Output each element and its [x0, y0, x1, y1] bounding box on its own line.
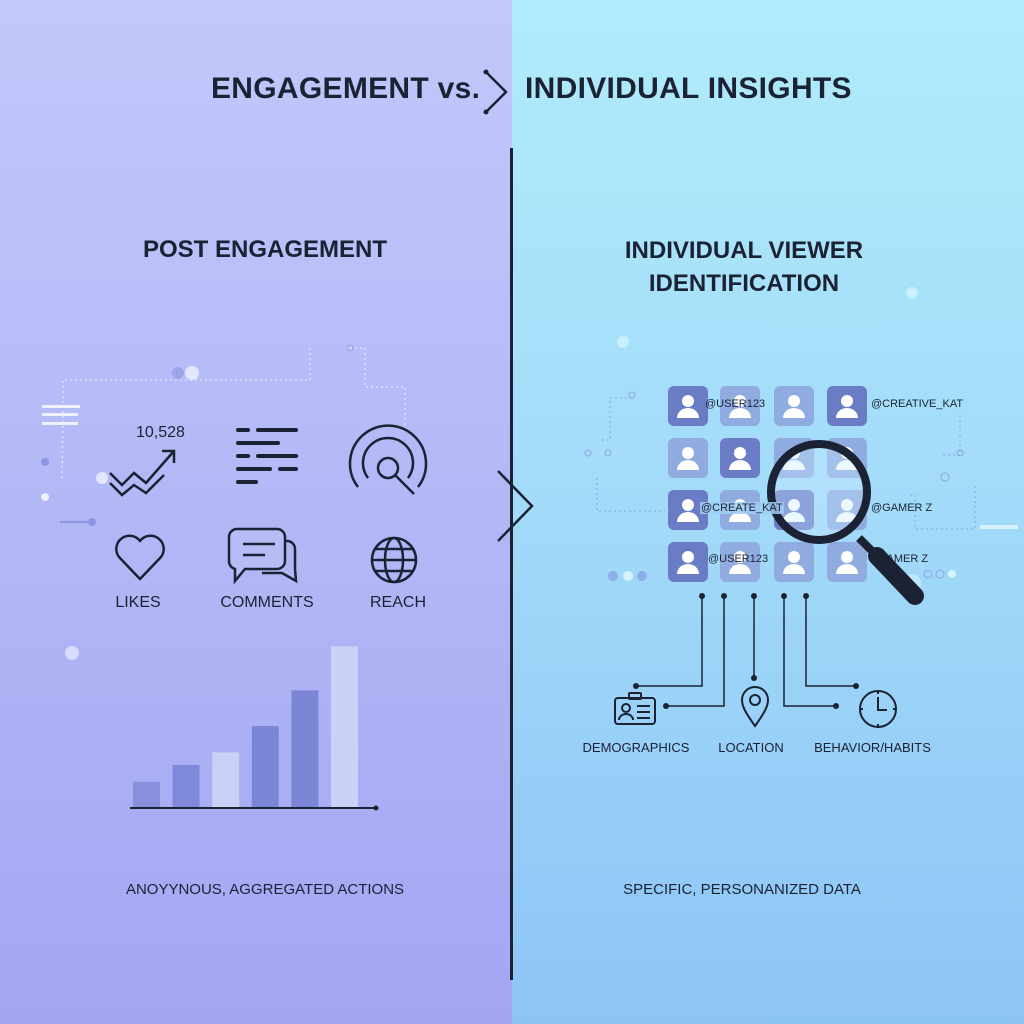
engagement-stat: 10,528 [136, 424, 185, 441]
user-avatar[interactable] [668, 386, 708, 426]
user-avatar[interactable] [668, 490, 708, 530]
decor-dot [65, 646, 79, 660]
user-icon [783, 499, 805, 522]
behavior-habits-label: BEHAVIOR/HABITS [814, 740, 931, 755]
location-pin-icon [740, 686, 770, 728]
user-icon [836, 395, 858, 418]
handle-gamer-z-2: GAMER Z [878, 553, 929, 565]
viewer-identification-heading: INDIVIDUAL VIEWER IDENTIFICATION [512, 234, 976, 300]
connector-lines [633, 593, 859, 709]
user-avatar[interactable] [720, 438, 760, 478]
user-avatar[interactable] [720, 386, 760, 426]
user-avatar[interactable] [827, 386, 867, 426]
user-icon [729, 447, 751, 470]
user-avatar[interactable] [827, 542, 867, 582]
globe-icon [370, 536, 418, 584]
trending-up-icon [109, 449, 176, 497]
chat-bubbles-icon [227, 527, 298, 585]
clock-icon [859, 690, 897, 728]
user-icon [783, 551, 805, 574]
chevron-right-icon [483, 69, 508, 115]
user-icon [836, 499, 858, 522]
reach-label: REACH [369, 594, 426, 611]
location-label: LOCATION [718, 740, 784, 755]
handle-create-kat: @CREATE_KAT [700, 502, 784, 514]
user-icon [677, 499, 699, 522]
handle-gamer-z: @GAMER Z [871, 502, 933, 514]
user-icon [836, 551, 858, 574]
user-avatar[interactable] [827, 490, 867, 530]
left-panel [0, 0, 512, 1024]
center-chevron-icon [497, 470, 534, 542]
signal-radar-icon [348, 424, 428, 495]
id-card-icon [614, 692, 656, 725]
text-lines-icon [236, 428, 298, 484]
user-icon [677, 447, 699, 470]
right-caption: SPECIFIC, PERSONANIZED DATA [623, 881, 861, 898]
bar-2 [172, 764, 200, 808]
heart-icon [115, 534, 165, 581]
bar-6 [331, 646, 358, 808]
user-avatar[interactable] [774, 386, 814, 426]
axis-end-dot [373, 805, 379, 811]
heading-line-2: IDENTIFICATION [648, 270, 840, 297]
handle-creative-kat: @CREATIVE_KAT [871, 398, 964, 410]
likes-label: LIKES [115, 594, 161, 611]
user-icon [677, 551, 699, 574]
user-avatar[interactable] [668, 438, 708, 478]
bar-chart [130, 646, 379, 811]
magnifying-glass-icon [767, 440, 924, 605]
demographics-label: DEMOGRAPHICS [582, 740, 690, 755]
title-left: ENGAGEMENT vs. [211, 72, 481, 105]
bar-4 [251, 726, 279, 808]
post-engagement-heading: POST ENGAGEMENT [142, 236, 388, 263]
circuit-decoration [41, 344, 406, 526]
user-icon [729, 551, 751, 574]
left-caption: ANOYYNOUS, AGGREGATED ACTIONS [125, 881, 405, 898]
comments-label: COMMENTS [220, 594, 314, 611]
bar-5 [291, 690, 319, 808]
title-right: INDIVIDUAL INSIGHTS [525, 72, 852, 105]
user-icon [677, 395, 699, 418]
user-avatar[interactable] [720, 542, 760, 582]
handle-user123-2: @USER123 [708, 553, 769, 565]
bar-1 [133, 781, 160, 808]
divider [510, 148, 513, 980]
user-icon [729, 395, 751, 418]
heading-line-1: INDIVIDUAL VIEWER [624, 237, 864, 264]
handle-user123: @USER123 [705, 398, 766, 410]
user-icon [783, 395, 805, 418]
user-avatar[interactable] [774, 542, 814, 582]
user-avatar[interactable] [668, 542, 708, 582]
bar-3 [212, 752, 240, 808]
